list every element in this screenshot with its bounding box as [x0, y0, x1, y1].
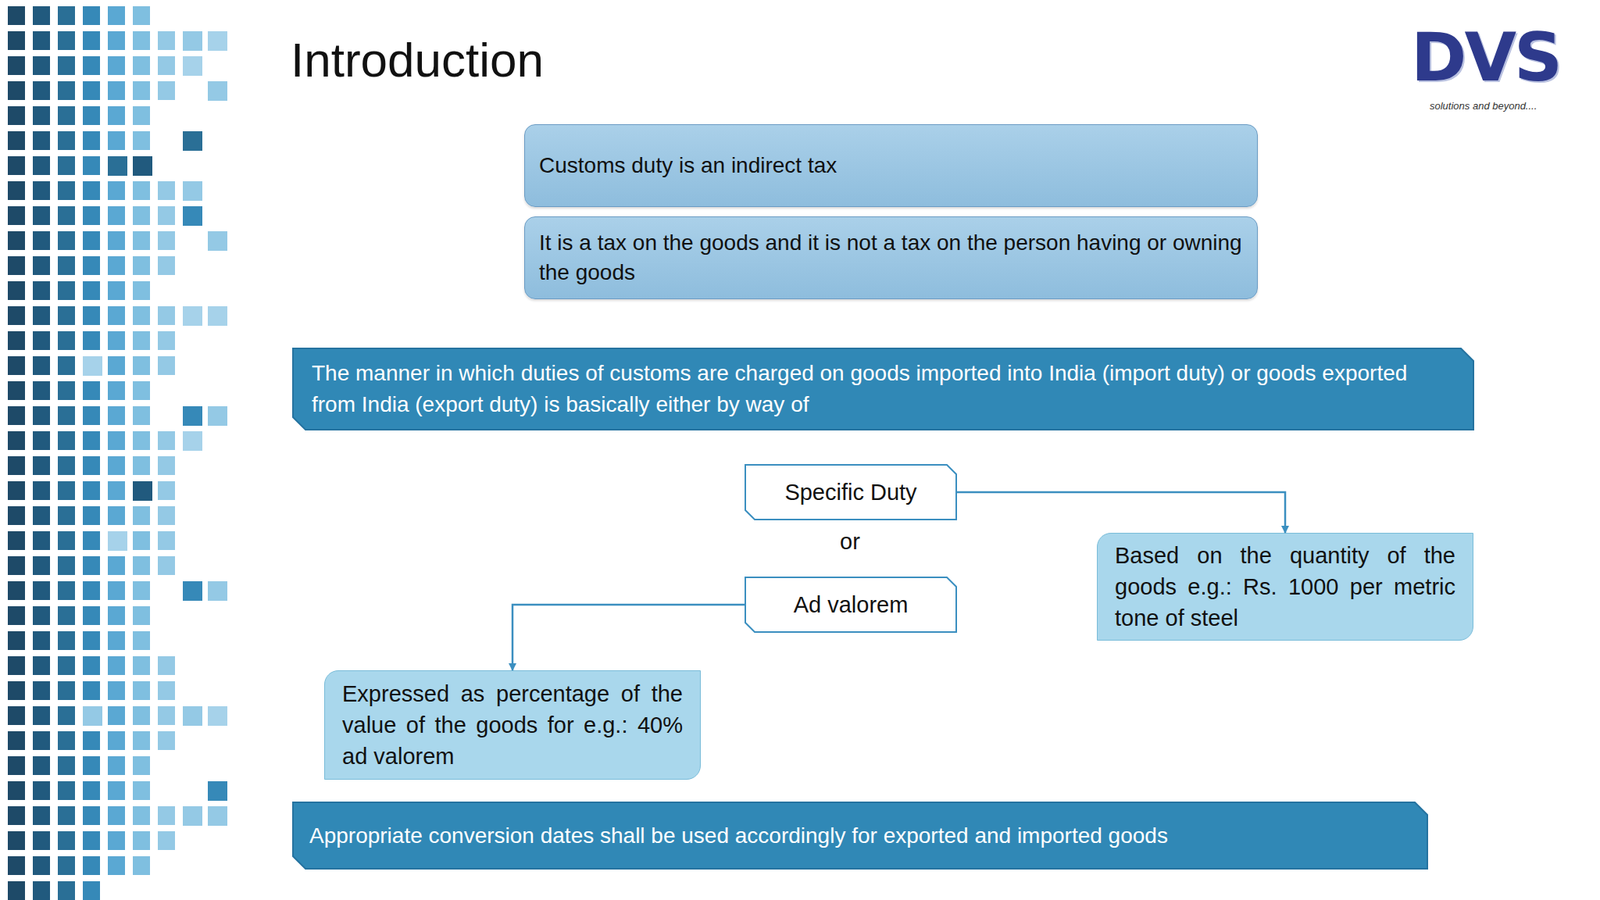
square-mosaic	[0, 0, 258, 900]
elbow-arrow	[512, 604, 745, 671]
box-text: The manner in which duties of customs ar…	[311, 357, 1458, 421]
mosaic-column	[157, 31, 178, 102]
box-text: Customs duty is an indirect tax	[539, 150, 1243, 181]
statement-box: It is a tax on the goods and it is not a…	[524, 216, 1258, 300]
slide-title: Introduction	[290, 31, 544, 90]
box-text: Appropriate conversion dates shall be us…	[309, 820, 1411, 851]
box-text: Ad valorem	[752, 591, 950, 619]
mosaic-column	[157, 656, 178, 752]
banner-band: The manner in which duties of customs ar…	[292, 347, 1475, 431]
mosaic-column	[157, 181, 178, 277]
logo-mark: DVS	[1410, 17, 1568, 98]
mosaic-column	[107, 6, 128, 900]
elbow-arrow	[957, 492, 1286, 533]
mosaic-column	[132, 6, 153, 900]
mosaic-column	[7, 6, 28, 900]
mosaic-column	[32, 6, 53, 900]
banner-band: Appropriate conversion dates shall be us…	[292, 801, 1429, 870]
mosaic-column	[157, 306, 178, 377]
duty-type-box: Ad valorem	[744, 576, 958, 633]
box-outline	[292, 347, 1475, 431]
mosaic-column	[57, 6, 78, 900]
box-text: Based on the quantity of the goods e.g.:…	[1114, 539, 1456, 634]
duty-type-box: Specific Duty	[744, 464, 958, 521]
box-text: It is a tax on the goods and it is not a…	[539, 228, 1243, 288]
logo-tagline: solutions and beyond....	[1429, 100, 1563, 113]
mosaic-column	[157, 806, 178, 852]
explanation-box: Expressed as percentage of the value of …	[324, 670, 701, 780]
mosaic-squares	[82, 31, 228, 900]
statement-box: Customs duty is an indirect tax	[524, 124, 1258, 208]
explanation-box: Based on the quantity of the goods e.g.:…	[1096, 532, 1474, 641]
mosaic-column	[82, 6, 103, 900]
mosaic-column	[157, 431, 178, 577]
box-text: Specific Duty	[752, 478, 950, 507]
box-text: Expressed as percentage of the value of …	[342, 678, 683, 772]
connector-word: or	[812, 528, 888, 556]
